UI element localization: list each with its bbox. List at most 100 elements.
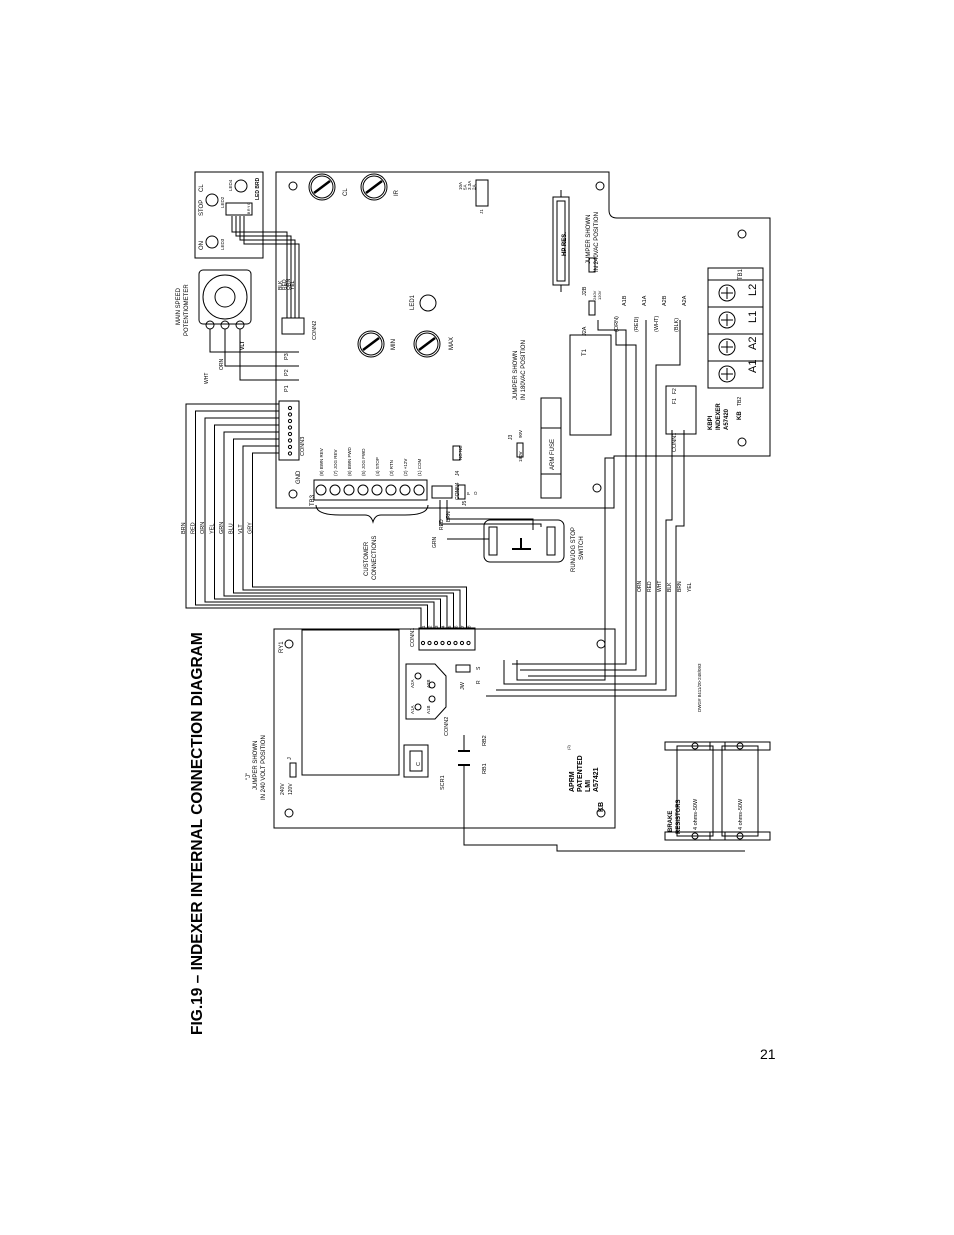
tb3-screw: [399, 484, 411, 496]
led-board-pin-label: G: [247, 202, 251, 205]
aprm-a-label: A2A: [410, 679, 415, 688]
j2-option-120: 120V: [597, 290, 602, 300]
tb3-screw: [357, 484, 369, 496]
conn1-wire-label: ORN: [637, 581, 643, 593]
kb-logo: KB: [737, 411, 743, 420]
mount-hole: [596, 639, 606, 649]
tb3-pin-label: (2) +12V: [403, 459, 408, 476]
t1-lead-label: (ORN): [614, 316, 620, 332]
tb1-terminal-a2: A2: [747, 337, 759, 350]
conn3-wire: [242, 445, 461, 628]
brake-resistor-2: [709, 741, 771, 841]
aprm-conn1-pin-label: 7: [460, 625, 465, 628]
cl-pot[interactable]: [308, 173, 336, 201]
j4-label: J4: [455, 471, 461, 477]
pot-wire-wht: WHT: [204, 373, 210, 384]
j5-jumper[interactable]: [457, 484, 466, 500]
ir-label: IR: [394, 189, 400, 196]
conn3: [278, 400, 300, 461]
tb1-ref-label: A1B: [622, 295, 628, 306]
model-line-3: A57420: [724, 408, 730, 430]
j2b-jumper[interactable]: [588, 257, 596, 273]
jw-s: S: [476, 666, 482, 670]
aprm-conn2: [405, 663, 447, 720]
min-pot[interactable]: [357, 330, 385, 358]
conn3-wire: [252, 452, 467, 628]
run-jog-stop-switch[interactable]: [483, 519, 565, 563]
mount-hole: [284, 808, 294, 818]
aprm-name-3: LMI: [585, 780, 592, 792]
mount-hole: [592, 483, 602, 493]
j2a-label: J2A: [582, 326, 588, 336]
ir-pot[interactable]: [360, 173, 388, 201]
j5-o: O: [473, 491, 478, 495]
ry1-label: RY1: [279, 641, 285, 653]
mount-hole: [288, 489, 298, 499]
conn3-wire: [185, 403, 422, 628]
pot-label-1: MAIN SPEED: [176, 287, 182, 325]
conn3-wire-label: BLU: [229, 523, 235, 534]
rb2-label: RB2: [482, 735, 488, 746]
tb3-pin-label: (3) RTN: [389, 460, 394, 476]
j1-jumper[interactable]: [475, 179, 489, 207]
j4-no: NO: [458, 453, 463, 460]
conn2-wire-label: BLK: [278, 280, 284, 290]
j3-jumper[interactable]: [516, 442, 524, 458]
t1-transformer: [569, 334, 612, 436]
conn2-label: CONN2: [312, 321, 318, 340]
tb3-screw: [343, 484, 355, 496]
jw-r: R: [476, 680, 482, 684]
c-label: C: [416, 762, 422, 766]
tb3-pin-label: (5) JOG FWD: [361, 448, 366, 476]
j2b-note-2: IN 240VAC POSITION: [594, 212, 600, 272]
jw-label: JW: [460, 681, 466, 690]
tb3-pin-label: (7) JOG REV: [333, 449, 338, 476]
scr1: [403, 744, 429, 778]
p2-label: P2: [284, 369, 290, 376]
conn3-wire-label: RED: [191, 522, 197, 534]
max-label: MAX: [449, 337, 455, 350]
led-board-label-cl: CL: [199, 184, 205, 192]
aprm-a-label: A2B: [426, 679, 431, 688]
j2-option-240: 240V: [592, 290, 597, 300]
brake-label-2: RESISTORS: [676, 799, 682, 834]
arm-fuse: [540, 397, 562, 499]
led-board-pin-label: B: [247, 211, 251, 214]
j-opt-240: 240V: [280, 783, 286, 795]
led3-label: LED3: [220, 238, 225, 250]
led1-label: LED1: [410, 294, 416, 310]
j3-note-1: JUMPER SHOWN: [513, 351, 519, 400]
f1-label: F1: [672, 398, 678, 404]
p1-label: P1: [284, 385, 290, 392]
led-board-pin-label: R: [247, 208, 251, 211]
model-line-1: KBPI: [708, 415, 714, 430]
customer-connections-1: CUSTOMER: [364, 541, 370, 576]
led-board-name: LED BRD: [255, 177, 261, 200]
tb1-terminal-l2: L2: [747, 284, 759, 296]
tb3-pin-label: (4) STOP: [375, 457, 380, 476]
aprm-conn1-pin-label: 3: [434, 625, 439, 628]
led1: [419, 294, 437, 312]
conn3-wire: [195, 410, 428, 628]
led-board: [194, 171, 264, 259]
conn1-wire-label: BLK: [667, 582, 673, 592]
conn3-wire-label: YEL: [210, 524, 216, 534]
tb3-screw: [413, 484, 425, 496]
tb3-pin-label: (6) BWN FWD: [347, 447, 352, 476]
conn2-wire-label: YEL: [290, 280, 296, 290]
max-pot[interactable]: [413, 330, 441, 358]
conn1-label: CONN1: [672, 433, 678, 452]
j2a-jumper[interactable]: [588, 300, 596, 316]
j3-opt-90: 90V: [518, 430, 523, 438]
j4-jumper[interactable]: [452, 445, 461, 461]
j1-option-label: 10A: [458, 182, 463, 190]
jw-jumper[interactable]: [455, 664, 471, 673]
t1-label: T1: [582, 348, 588, 356]
model-line-2: INDEXER: [716, 403, 722, 430]
conn3-wire-label: VLT: [238, 524, 244, 534]
main-speed-pot[interactable]: [198, 269, 252, 350]
j-jumper[interactable]: [289, 762, 297, 778]
brake-rating-2: 4 ohms-50W: [738, 798, 744, 830]
drawing-number: DWG# 8411/20-248/093: [697, 663, 702, 712]
j5-p: P: [466, 492, 471, 495]
